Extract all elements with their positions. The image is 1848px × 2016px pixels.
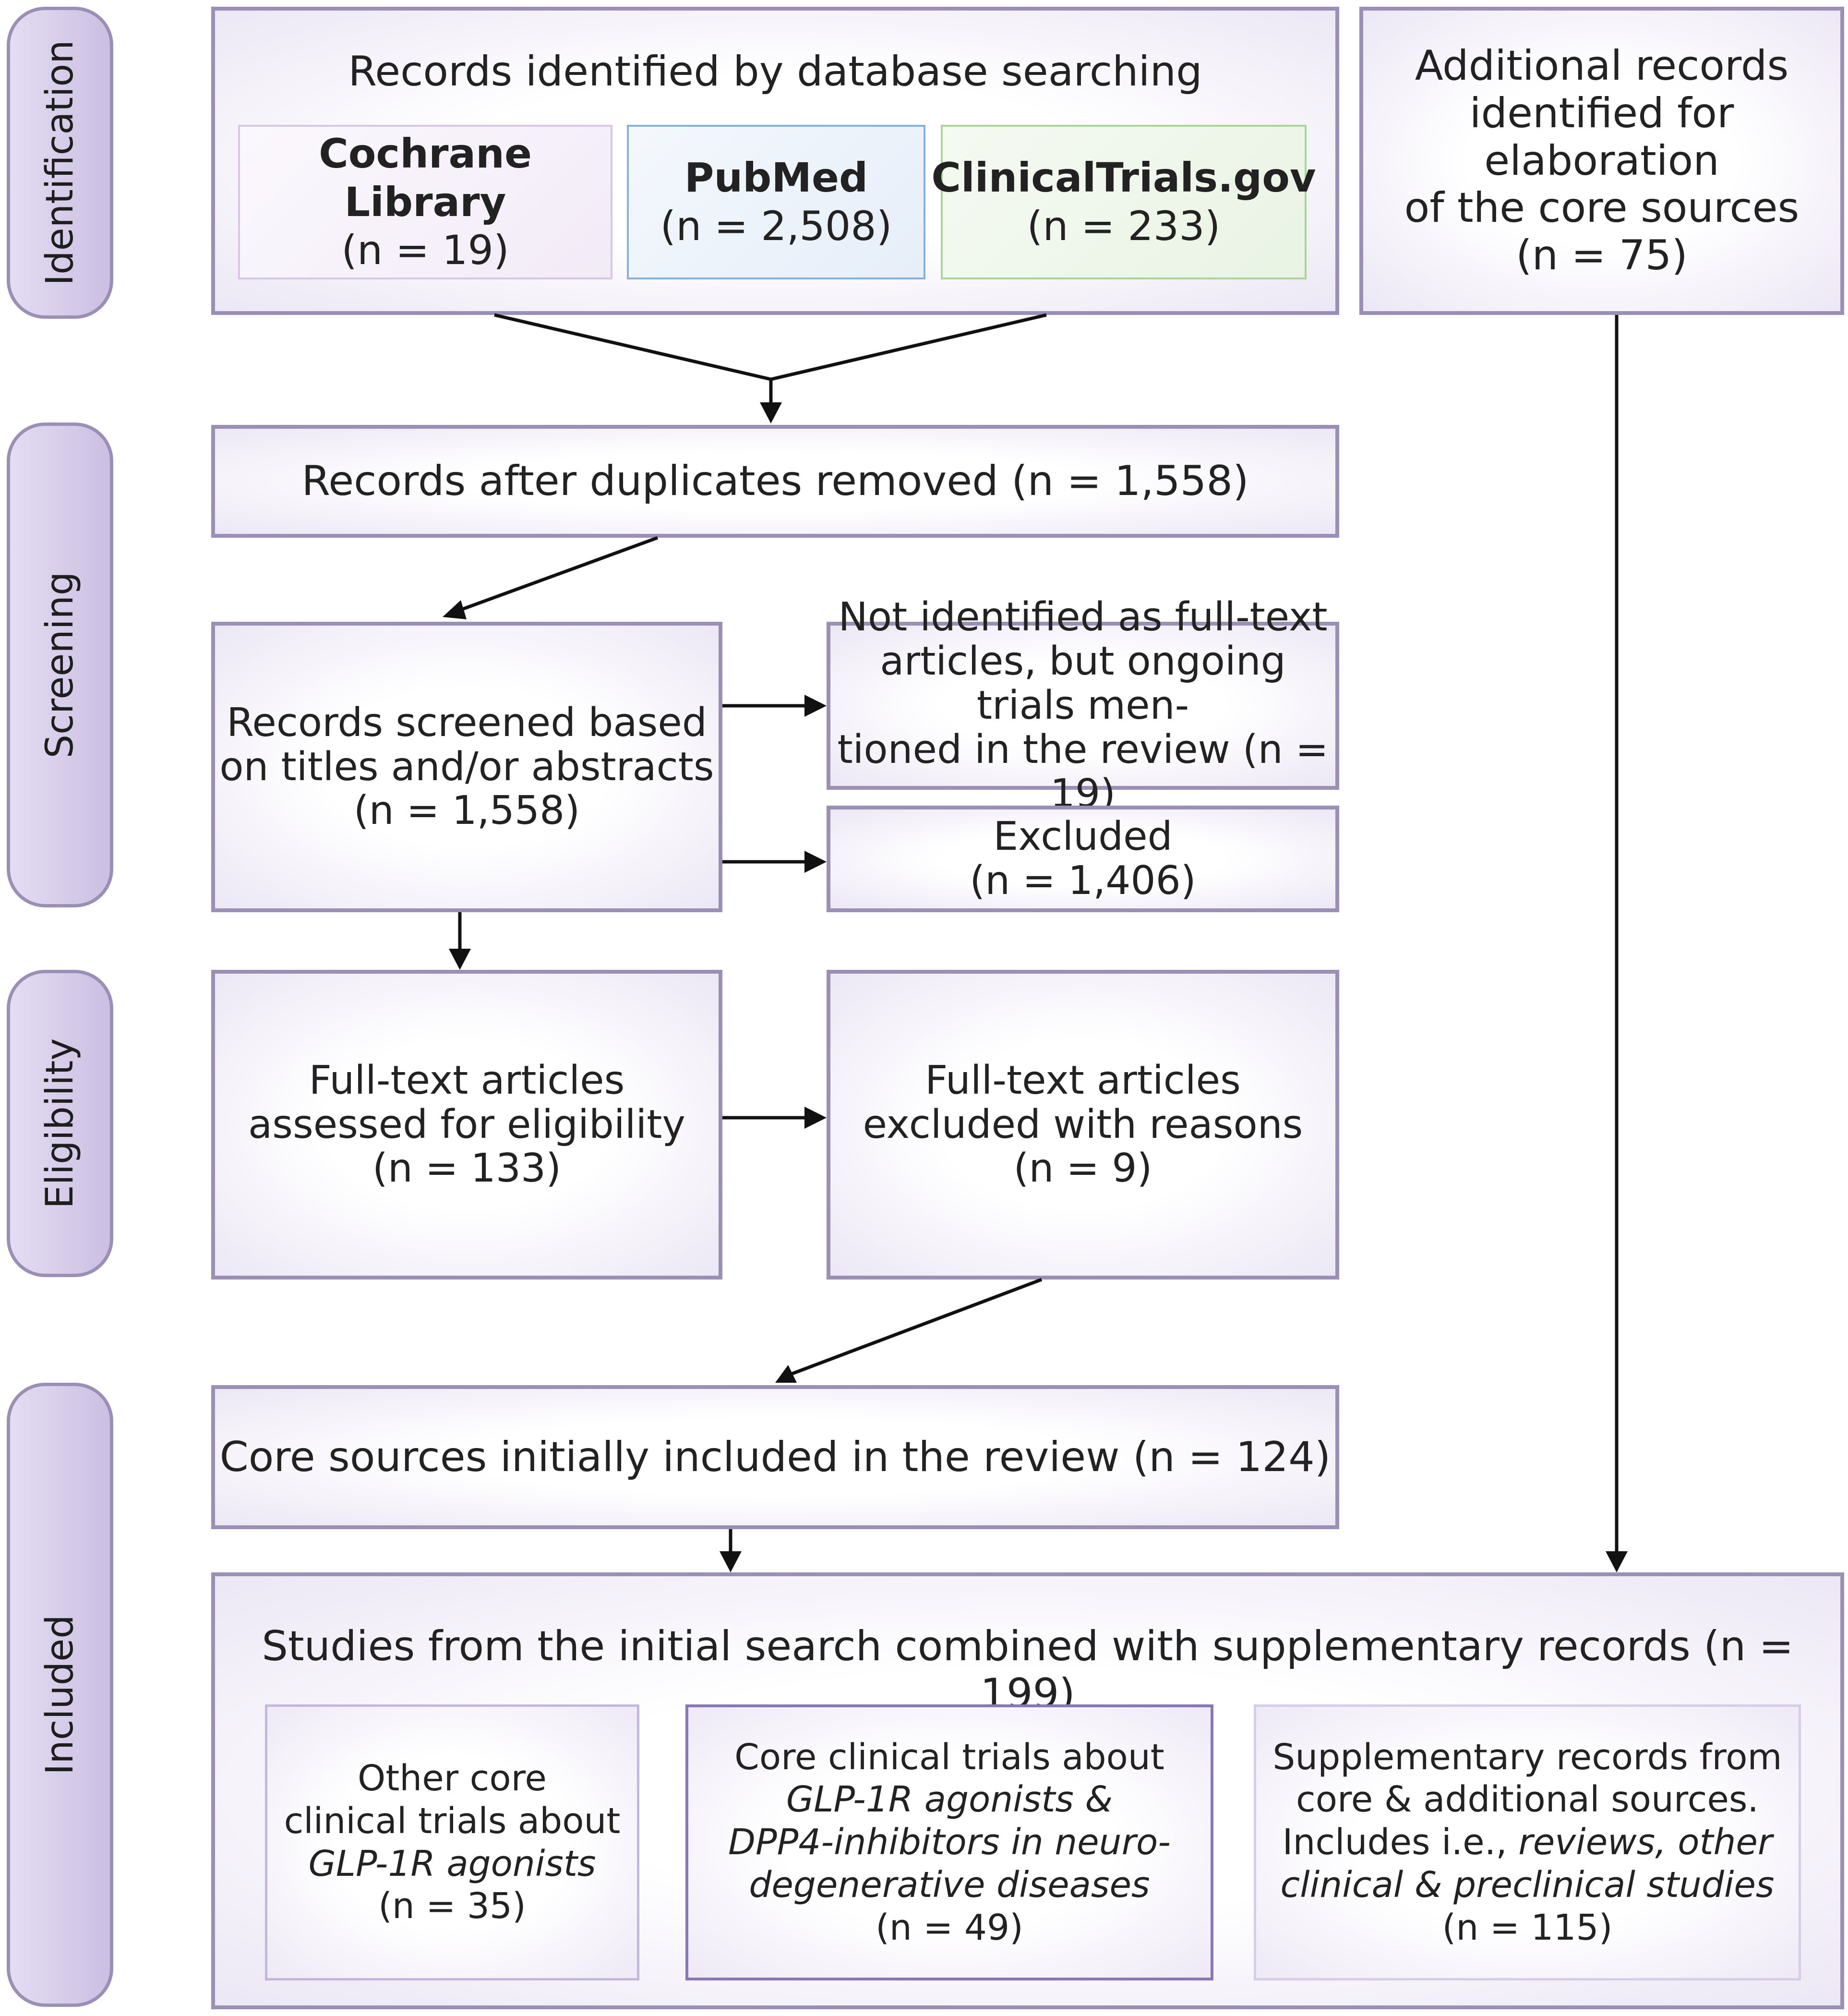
supplementary-line1: Supplementary records from [1272,1736,1782,1778]
records-screened-box: Records screened based on titles and/or … [211,622,722,912]
additional-records-count: (n = 75) [1516,231,1688,280]
screening-excluded-box: Excluded (n = 1,406) [827,806,1339,912]
supplementary-line3: Includes i.e., reviews, other [1283,1821,1773,1864]
arrowhead-duplicates [760,402,782,423]
additional-records-line3: of the core sources [1404,184,1800,232]
duplicates-removed-box: Records after duplicates removed (n = 1,… [211,425,1339,538]
combined-studies-label: Studies from the initial search combined… [262,1622,1794,1718]
screening-excluded-label: Excluded [993,814,1173,860]
other-core-line3: GLP-1R agonists [308,1843,596,1884]
phase-eligibility: Eligibility [7,970,113,1277]
fulltext-excluded-count: (n = 9) [1013,1146,1152,1192]
core-sources-box: Core sources initially included in the r… [211,1385,1339,1529]
source-cochrane-name: Cochrane Library [319,130,532,226]
source-cochrane: Cochrane Library (n = 19) [238,125,612,279]
supplementary-line3-plain: Includes i.e., [1282,1822,1519,1863]
fulltext-excluded-box: Full-text articles excluded with reasons… [827,970,1339,1280]
fulltext-assessed-line1: Full-text articles [309,1057,625,1103]
arrowhead-ongoing [804,695,827,717]
source-cochrane-count: (n = 19) [341,227,509,274]
core-trials-line2: GLP-1R agonists & [786,1779,1113,1821]
ongoing-trials-line2: articles, but ongoing trials men- [880,639,1286,729]
other-core-trials-box: Other core clinical trials about GLP-1R … [265,1704,639,1980]
records-screened-line2: on titles and/or abstracts [219,744,714,790]
additional-records-box: Additional records identified for elabor… [1359,7,1844,315]
database-search-title: Records identified by database searching [348,48,1202,96]
source-clinicaltrials-count: (n = 233) [1027,203,1221,250]
records-screened-line1: Records screened based [227,700,707,746]
ongoing-trials-line1: Not identified as full-text [838,594,1328,640]
fulltext-excluded-line2: excluded with reasons [863,1101,1303,1147]
other-core-line1: Other core [358,1757,547,1799]
phase-identification: Identification [7,7,113,319]
core-sources-label: Core sources initially included in the r… [219,1433,1331,1481]
additional-records-line2: identified for elaboration [1469,89,1734,185]
core-clinical-trials-box: Core clinical trials about GLP-1R agonis… [685,1704,1213,1980]
other-core-count: (n = 35) [378,1885,526,1927]
ongoing-trials-line3: tioned in the review (n = 19) [837,726,1329,817]
arrowhead-screen-excluded [804,851,827,873]
records-screened-count: (n = 1,558) [353,788,580,834]
source-clinicaltrials: ClinicalTrials.gov (n = 233) [931,125,1316,279]
fulltext-assessed-line2: assessed for eligibility [248,1101,685,1147]
arrowhead-additional-to-combined [1606,1551,1628,1572]
fulltext-assessed-box: Full-text articles assessed for eligibil… [211,970,722,1280]
arrowhead-fulltext-excluded [804,1107,827,1129]
supplementary-line3-italic: reviews, other [1518,1822,1773,1863]
duplicates-removed-label: Records after duplicates removed (n = 1,… [301,457,1249,506]
core-trials-count: (n = 49) [876,1907,1023,1948]
merge-line-right [770,313,1047,381]
core-trials-line1: Core clinical trials about [734,1736,1164,1778]
arrow-to-core-sources [786,1278,1043,1377]
screening-excluded-count: (n = 1,406) [970,858,1196,904]
merge-line-left [494,313,771,381]
core-trials-line3: DPP4-inhibitors in neuro- [728,1822,1171,1863]
fulltext-excluded-line1: Full-text articles [925,1057,1241,1103]
supplementary-line4: clinical & preclinical studies [1280,1864,1775,1906]
arrowhead-screened [443,600,467,619]
fulltext-assessed-count: (n = 133) [372,1146,562,1192]
arrowhead-assessed [449,949,471,970]
phase-screening: Screening [7,423,113,907]
ongoing-trials-box: Not identified as full-text articles, bu… [827,595,1339,816]
source-pubmed-count: (n = 2,508) [660,203,892,250]
source-clinicaltrials-name: ClinicalTrials.gov [931,154,1316,202]
arrow-to-screened [460,536,659,612]
additional-records-line1: Additional records [1415,41,1789,90]
source-pubmed: PubMed (n = 2,508) [627,125,925,279]
supplementary-records-box: Supplementary records from core & additi… [1254,1704,1801,1980]
phase-included: Included [7,1383,113,2007]
source-pubmed-name: PubMed [684,154,868,202]
supplementary-count: (n = 115) [1442,1907,1613,1948]
arrowhead-core-to-combined [720,1551,742,1572]
supplementary-line2: core & additional sources. [1296,1779,1759,1821]
other-core-line2: clinical trials about [284,1800,621,1842]
arrowhead-core-sources [775,1365,797,1383]
core-trials-line4: degenerative diseases [749,1864,1150,1906]
